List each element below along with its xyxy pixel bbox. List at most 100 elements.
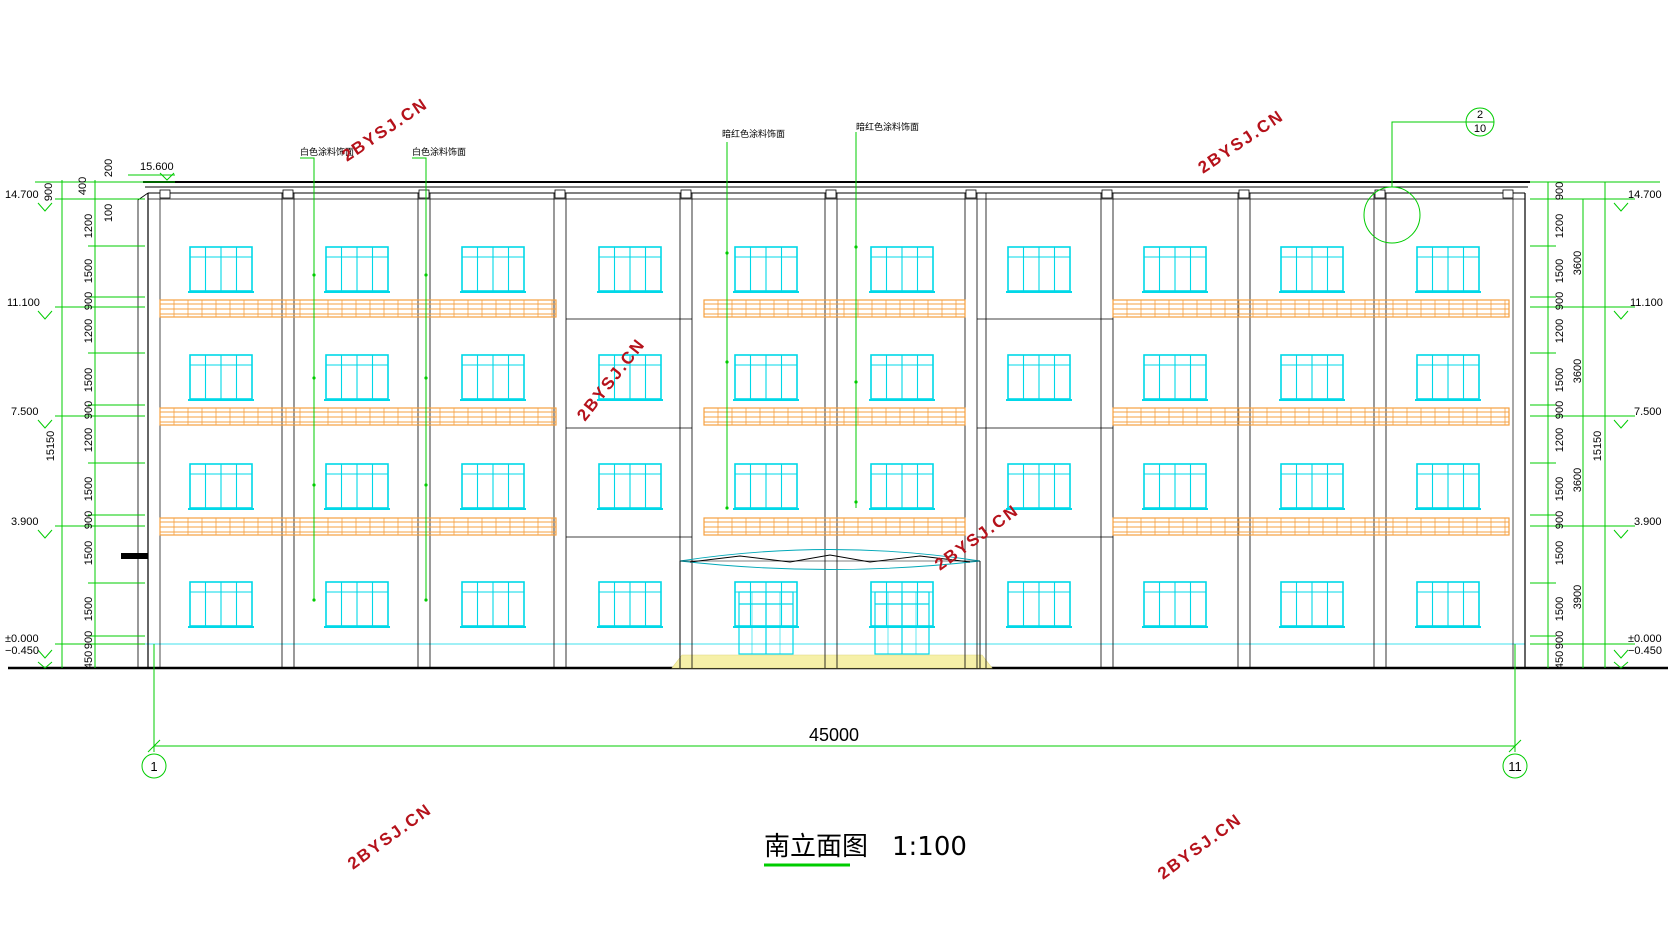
level-label-right-4: 3.900 (1634, 516, 1662, 528)
window (1279, 354, 1345, 401)
dimension-label: 1200 (83, 319, 95, 343)
window (1006, 354, 1072, 401)
windows (188, 246, 1481, 628)
window (1142, 463, 1208, 510)
axis-label-start: 1 (150, 759, 157, 774)
window (1279, 581, 1345, 628)
balcony-railing (1112, 407, 1510, 426)
dimension-label: 900 (1554, 511, 1566, 529)
window (324, 354, 390, 401)
dimension-label: 400 (77, 177, 89, 195)
story-height-label: 3900 (1572, 585, 1584, 609)
material-note-3: 暗红色涂料饰面 (722, 128, 785, 140)
right-dimension-labels: 9001200150090012001500900120015009001500… (1554, 182, 1584, 669)
window (1006, 463, 1072, 510)
window (324, 463, 390, 510)
dimension-label: 1500 (83, 597, 95, 621)
window (597, 246, 663, 293)
window (1142, 354, 1208, 401)
window (597, 354, 663, 401)
level-label-left-5: ±0.000 (5, 633, 39, 645)
balcony-railing (1112, 299, 1510, 318)
entrance-doors (738, 591, 930, 655)
dimension-label: 450 (83, 651, 95, 669)
dimension-label: 900 (1554, 631, 1566, 649)
building-outline (121, 181, 1530, 668)
dimension-label: 1500 (1554, 541, 1566, 565)
balcony-railing (159, 407, 557, 426)
dimension-label: 900 (43, 183, 55, 201)
dimension-label: 1500 (1554, 597, 1566, 621)
window (188, 463, 254, 510)
entrance-canopy (679, 549, 981, 668)
dimension-label: 450 (1554, 651, 1566, 669)
window (460, 246, 526, 293)
material-note-4: 暗红色涂料饰面 (856, 121, 919, 133)
window (188, 581, 254, 628)
level-label-left-3: 7.500 (11, 406, 39, 418)
material-note-dots (312, 245, 858, 602)
dimension-label: 900 (1554, 401, 1566, 419)
window (1279, 246, 1345, 293)
right-level-markers (1613, 202, 1629, 669)
story-height-label: 3600 (1572, 251, 1584, 275)
roof-level-label: 15.600 (140, 161, 174, 173)
detail-sheet: 10 (1474, 123, 1486, 135)
window (324, 246, 390, 293)
overall-dimension-line (141, 644, 1528, 779)
dimension-label: 1200 (83, 428, 95, 452)
dimension-label: 1500 (1554, 368, 1566, 392)
level-label-left-6: −0.450 (5, 645, 39, 657)
piers (281, 193, 1387, 668)
window (1279, 463, 1345, 510)
balcony-railing (159, 517, 557, 536)
watermark-3: 2BYSJ.CN (573, 335, 649, 425)
level-label-left-1: 14.700 (5, 189, 39, 201)
window (188, 354, 254, 401)
watermark-5: 2BYSJ.CN (344, 800, 435, 874)
drawing-title: 南立面图 (764, 832, 868, 862)
balcony-railing (703, 407, 966, 426)
level-label-left-4: 3.900 (11, 516, 39, 528)
dimension-label: 1500 (83, 541, 95, 565)
drawing-scale: 1:100 (892, 832, 967, 862)
window (460, 463, 526, 510)
left-dimension-lines (35, 174, 175, 668)
dimension-label: 900 (83, 631, 95, 649)
window (1415, 463, 1481, 510)
dimension-label: 1500 (83, 477, 95, 501)
window (188, 246, 254, 293)
dimension-label: 1500 (83, 259, 95, 283)
parapet-capitals (159, 189, 1514, 199)
material-note-leaders (300, 132, 857, 600)
window (733, 354, 799, 401)
balcony-railing (1112, 517, 1510, 536)
dimension-label: 100 (103, 204, 115, 222)
dimension-label: 1200 (1554, 319, 1566, 343)
level-label-right-5: ±0.000 (1628, 633, 1662, 645)
ground (8, 643, 1668, 670)
window (869, 246, 935, 293)
material-note-1: 白色涂料饰面 (300, 146, 354, 158)
window (597, 581, 663, 628)
dimension-label: 900 (83, 401, 95, 419)
level-label-right-2: 11.100 (1630, 297, 1663, 309)
balcony-railings (159, 299, 1510, 536)
window (869, 354, 935, 401)
axis-label-end: 11 (1508, 759, 1522, 774)
window (460, 354, 526, 401)
window (1142, 581, 1208, 628)
dimension-label: 1200 (83, 214, 95, 238)
left-level-markers (37, 172, 175, 669)
material-note-2: 白色涂料饰面 (412, 146, 466, 158)
dimension-label: 900 (83, 511, 95, 529)
window (1415, 581, 1481, 628)
watermark-6: 2BYSJ.CN (1154, 810, 1245, 884)
dimension-label: 1200 (1554, 428, 1566, 452)
level-label-right-6: −0.450 (1628, 645, 1662, 657)
window (733, 463, 799, 510)
window (597, 463, 663, 510)
dimension-label: 1500 (1554, 477, 1566, 501)
dimension-label: 200 (103, 159, 115, 177)
